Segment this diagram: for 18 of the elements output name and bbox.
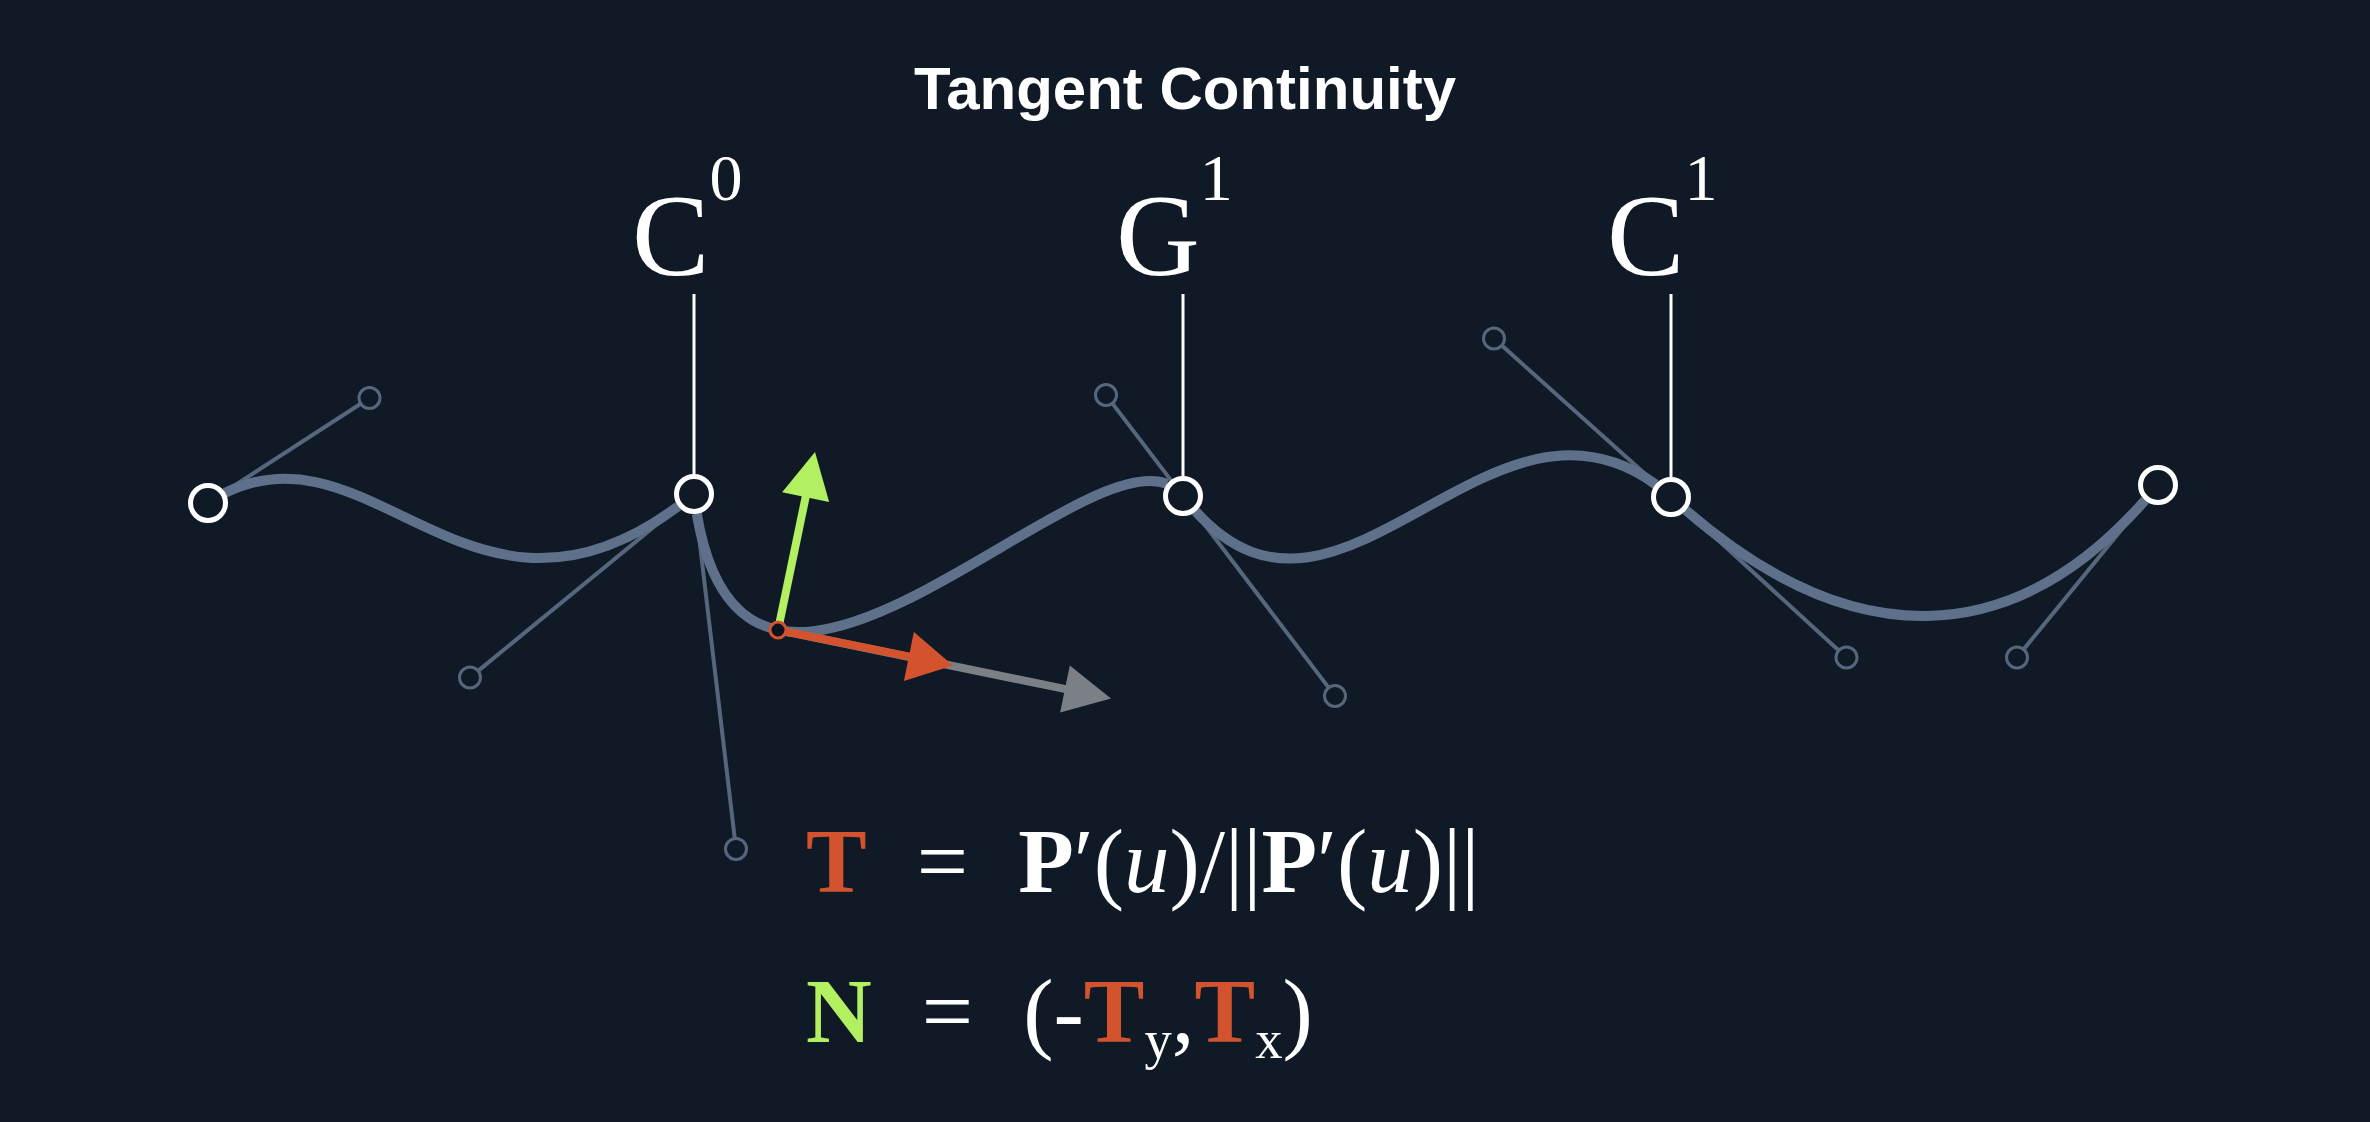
title: Tangent Continuity	[913, 59, 1457, 119]
end-point	[187, 483, 228, 523]
joint-point	[1163, 476, 1203, 516]
joint-point	[674, 474, 714, 514]
curve-segment	[223, 474, 681, 563]
continuity-label: C$^{1}$	[1607, 154, 1718, 294]
leader-line	[1669, 294, 1673, 477]
formula: T = P′(u)/||P′(u)||	[806, 816, 1480, 914]
continuity-label: G$^{1}$	[1116, 154, 1233, 294]
leader-line	[692, 294, 696, 474]
leader-line	[1181, 294, 1185, 476]
curve-segment	[692, 477, 1168, 636]
continuity-label: C$^{0}$	[632, 154, 743, 294]
formula: N = (-T$_{y}$,T$_{x}$)	[806, 966, 1313, 1073]
end-point	[2138, 465, 2178, 505]
curve-segment	[1192, 450, 1658, 563]
curve-segment	[1682, 496, 2149, 621]
joint-point	[1651, 477, 1691, 517]
